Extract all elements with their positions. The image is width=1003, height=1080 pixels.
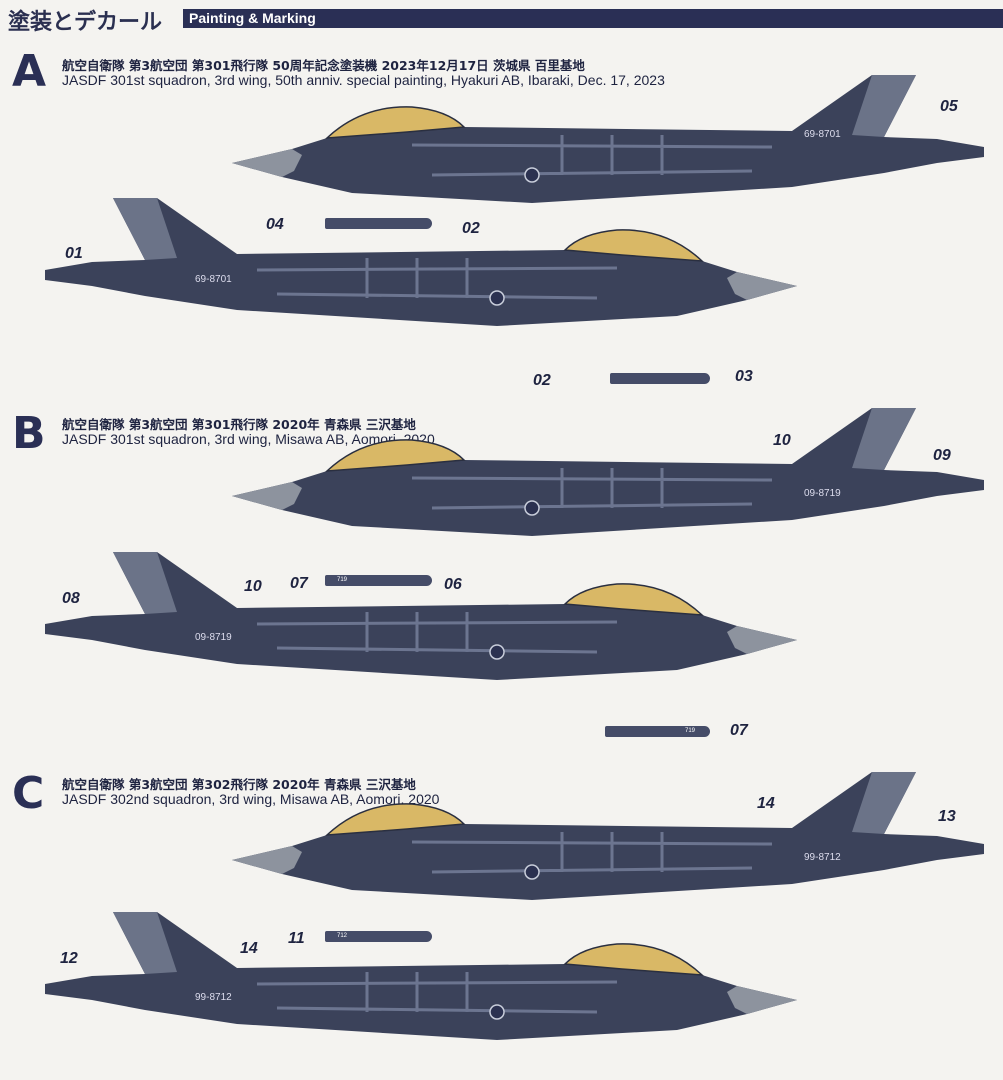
callout-10-lower: 10: [244, 578, 262, 595]
decal-06-text: 719: [337, 577, 348, 583]
serial-c-left: 99-8712: [804, 852, 841, 863]
callout-14-lower: 14: [240, 940, 258, 957]
serial-c-right: 99-8712: [195, 992, 232, 1003]
callout-06: 06: [444, 576, 462, 593]
aircraft-a-left-profile: 69-8701: [230, 73, 986, 205]
callout-02: 02: [462, 220, 480, 237]
header-title-en: Painting & Marking: [189, 10, 316, 26]
callout-08: 08: [62, 590, 80, 607]
section-b-title-en: JASDF 301st squadron, 3rd wing, Misawa A…: [62, 431, 435, 447]
decal-04: [325, 218, 432, 229]
callout-12: 12: [60, 950, 78, 967]
decal-06: 719: [325, 575, 432, 586]
callout-07-lower: 07: [730, 722, 748, 739]
header-title-jp: 塗装とデカール: [8, 10, 163, 35]
section-a-title-jp: 航空自衛隊 第3航空団 第301飛行隊 50周年記念塗装機 2023年12月17…: [62, 58, 585, 73]
aircraft-a-right-profile: 69-8701: [43, 196, 799, 328]
section-b-letter: B: [12, 408, 46, 459]
aircraft-c-right-profile: 99-8712: [43, 910, 799, 1042]
decal-07-text: 719: [685, 728, 696, 734]
decal-07: 719: [605, 726, 710, 737]
section-c-letter: C: [12, 768, 45, 819]
serial-b-right: 09-8719: [195, 632, 232, 643]
callout-07: 07: [290, 575, 308, 592]
callout-02-lower: 02: [533, 372, 551, 389]
decal-03: [610, 373, 710, 384]
callout-10: 10: [773, 432, 791, 449]
decal-11: 712: [325, 931, 432, 942]
section-c-title-jp: 航空自衛隊 第3航空団 第302飛行隊 2020年 青森県 三沢基地: [62, 777, 416, 792]
aircraft-b-left-profile: 09-8719: [230, 406, 986, 538]
section-a-title-en: JASDF 301st squadron, 3rd wing, 50th ann…: [62, 72, 665, 88]
callout-03: 03: [735, 368, 753, 385]
callout-05: 05: [940, 98, 958, 115]
decal-11-text: 712: [337, 933, 348, 939]
callout-04: 04: [266, 216, 284, 233]
aircraft-c-left-profile: 99-8712: [230, 770, 986, 902]
callout-14: 14: [757, 795, 775, 812]
callout-13: 13: [938, 808, 956, 825]
serial-a-right: 69-8701: [195, 274, 232, 285]
section-a-letter: A: [12, 46, 47, 97]
callout-01: 01: [65, 245, 83, 262]
callout-09: 09: [933, 447, 951, 464]
callout-11: 11: [288, 930, 305, 947]
serial-a-left: 69-8701: [804, 129, 841, 140]
aircraft-b-right-profile: 09-8719: [43, 550, 799, 682]
section-c-title-en: JASDF 302nd squadron, 3rd wing, Misawa A…: [62, 791, 440, 807]
serial-b-left: 09-8719: [804, 488, 841, 499]
header-bar: Painting & Marking: [183, 9, 1003, 28]
section-b-title-jp: 航空自衛隊 第3航空団 第301飛行隊 2020年 青森県 三沢基地: [62, 417, 416, 432]
